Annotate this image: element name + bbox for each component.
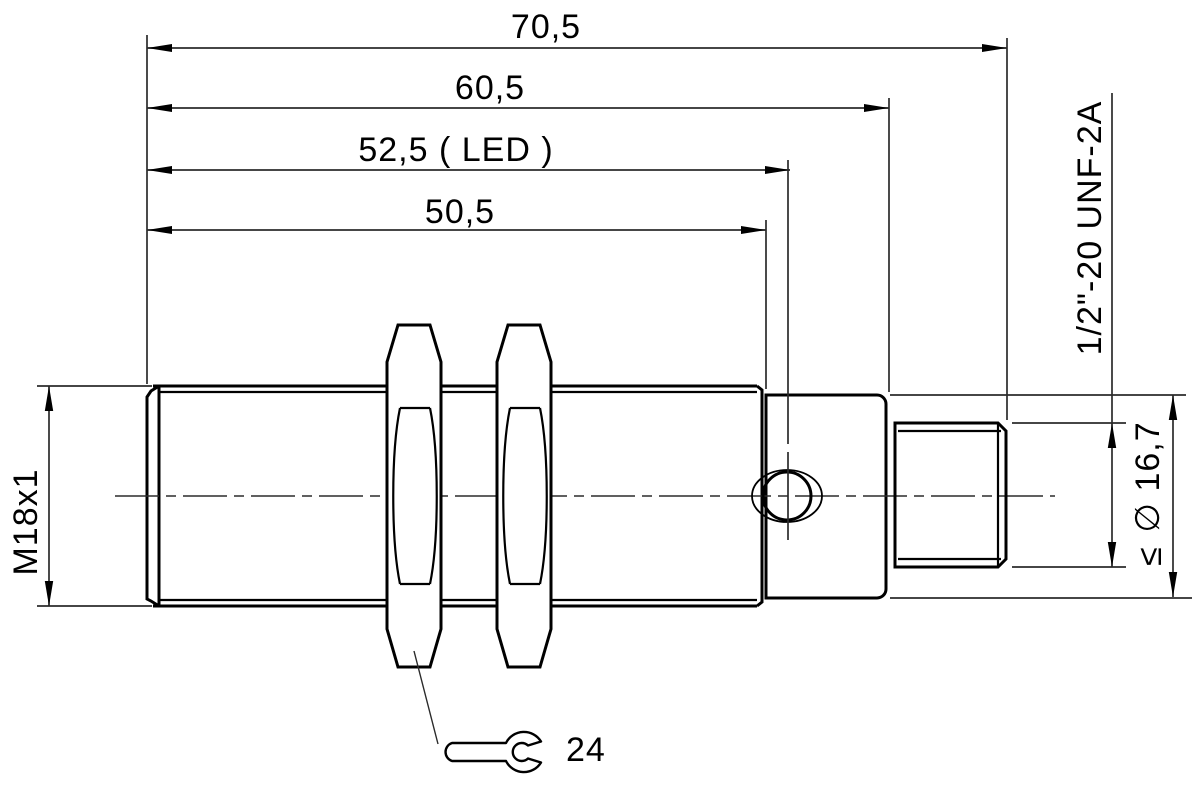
sensing-face-cap xyxy=(145,384,160,608)
arrow-left-icon xyxy=(147,104,172,112)
dim-label-barrel-length: 50,5 xyxy=(424,193,496,231)
wrench-callout xyxy=(413,650,543,774)
arrow-right-icon xyxy=(864,104,889,112)
dim-label-rear-diameter: ∅ 16,7 xyxy=(1129,421,1167,533)
dimension-connector-thread xyxy=(1012,93,1126,568)
dim-label-wrench-size: 24 xyxy=(566,731,606,769)
arrow-up-icon xyxy=(1107,423,1117,448)
arrow-right-icon xyxy=(982,44,1007,52)
dim-label-front-thread: M18x1 xyxy=(7,468,45,576)
dim-label-body-length: 60,5 xyxy=(454,69,526,107)
arrow-left-icon xyxy=(147,44,172,52)
led-indicator xyxy=(751,452,823,540)
dim-label-diameter-relation: ≤ xyxy=(1131,546,1169,566)
open-end-wrench-icon xyxy=(444,730,543,774)
arrow-down-icon xyxy=(1107,542,1117,567)
arrow-left-icon xyxy=(147,166,172,174)
lock-nut-2 xyxy=(495,323,553,669)
dimension-m18 xyxy=(37,385,152,607)
extension-lines xyxy=(146,35,1008,444)
dimension-52-5-led xyxy=(147,166,790,174)
arrow-up-icon xyxy=(1168,395,1178,420)
dim-label-led-position: 52,5 ( LED ) xyxy=(358,131,554,169)
lock-nut-1 xyxy=(385,323,443,669)
arrow-right-icon xyxy=(741,226,766,234)
arrow-left-icon xyxy=(147,226,172,234)
dimension-60-5 xyxy=(147,104,889,112)
dimension-rear-diameter xyxy=(890,394,1192,599)
led-window xyxy=(761,470,813,522)
leader-line xyxy=(413,650,439,745)
connector-thread xyxy=(893,421,1008,569)
led-dome xyxy=(751,469,823,523)
dimension-70-5 xyxy=(147,44,1007,52)
dim-label-connector-thread: 1/2"-20 UNF-2A xyxy=(1071,100,1109,356)
arrow-right-icon xyxy=(765,166,790,174)
dim-label-overall-length: 70,5 xyxy=(510,8,582,46)
dimension-50-5 xyxy=(147,226,766,234)
arrow-down-icon xyxy=(1168,572,1178,597)
arrow-down-icon xyxy=(44,581,54,606)
arrow-up-icon xyxy=(44,386,54,411)
connector-thread-outline xyxy=(893,421,1008,569)
